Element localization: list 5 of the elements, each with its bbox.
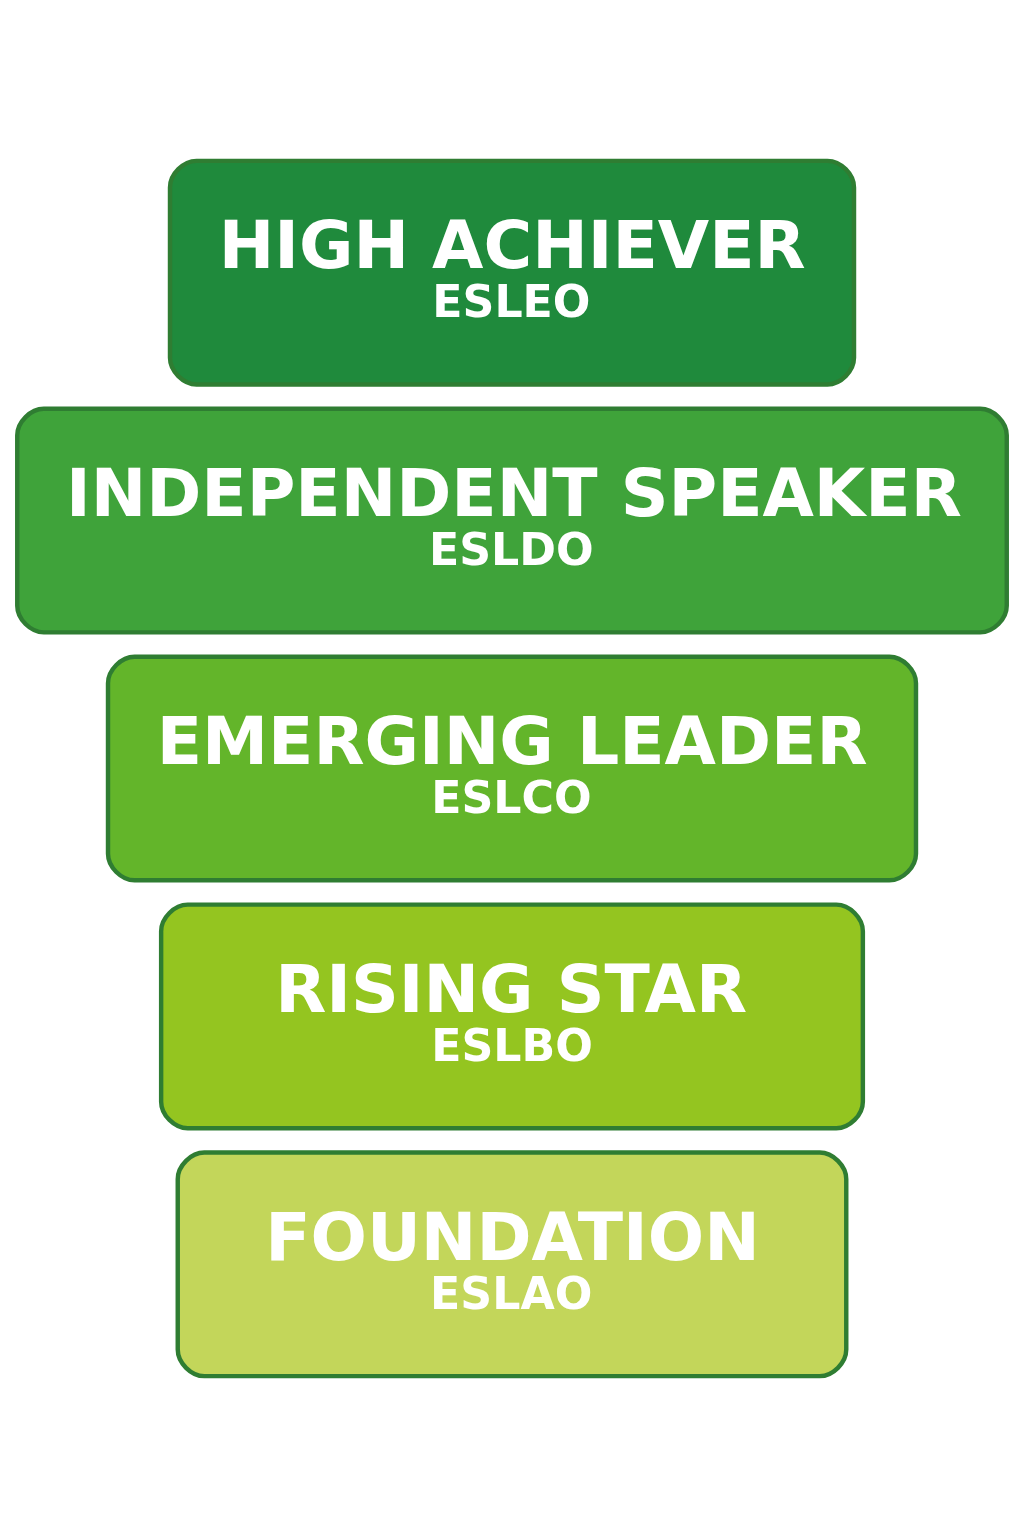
node-box: RISING STAR ESLBO — [158, 901, 866, 1130]
node-box: HIGH ACHIEVER ESLEO — [167, 158, 857, 387]
node-box: INDEPENDENT SPEAKER ESLDO — [15, 406, 1009, 635]
node-box: EMERGING LEADER ESLCO — [105, 654, 919, 882]
node-box: FOUNDATION ESLAO — [175, 1149, 849, 1378]
